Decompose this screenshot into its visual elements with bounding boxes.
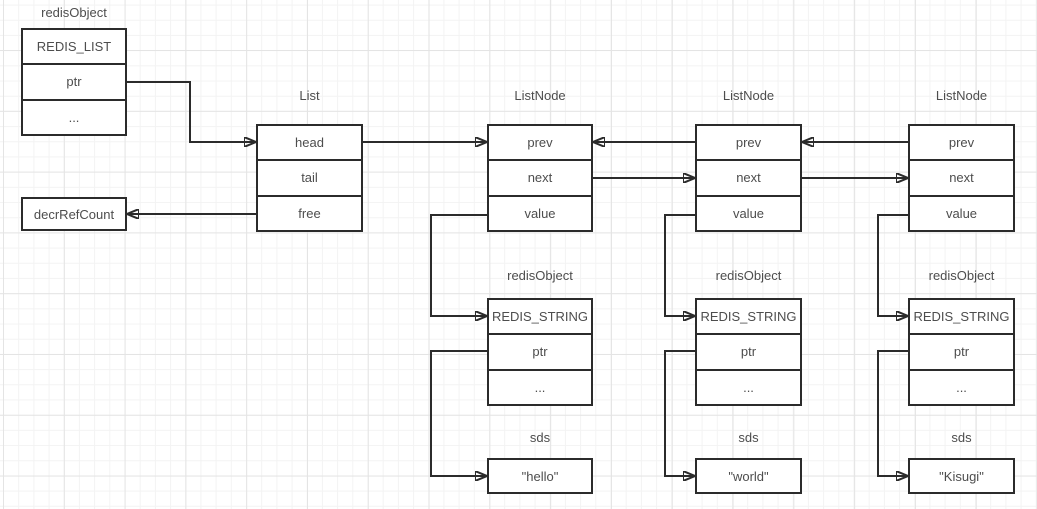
field-ellipsis: ... [534,379,546,395]
field-ellipsis: ... [956,379,967,395]
list-title: List [299,88,320,103]
listnode3-title: ListNode [935,88,988,103]
listnode1-title: ListNode [514,88,566,103]
sds1-value: "hello" [521,468,559,484]
sds2-title: sds [738,430,759,445]
edge-node2-value-to-redisobject2 [664,214,695,316]
sds3-value: "Kisugi" [939,468,984,484]
field-ptr: ptr [489,335,591,371]
redisobject1-title: redisObject [507,268,573,283]
field-redis-list: REDIS_LIST [23,30,125,66]
sds2-box: "world" [695,458,802,494]
field-next: next [489,161,591,197]
field-value: value [732,205,765,221]
edge-node3-value-to-redisobject3 [877,214,908,316]
field-ellipsis: ... [743,379,754,395]
field-ptr: ptr [697,335,800,371]
field-redis-string: REDIS_STRING [489,300,591,336]
listnode2-title: ListNode [722,88,775,103]
redisobject1-box: REDIS_STRING ptr ... [487,298,593,406]
sds3-title: sds [951,430,972,445]
field-free: free [298,205,321,221]
listnode3-box: prev next value [908,124,1015,232]
redisobject-top-title: redisObject [41,5,107,20]
field-tail: tail [258,161,361,197]
edge-node1-value-to-redisobject1 [430,214,487,316]
field-value: value [945,205,978,221]
list-box: head tail free [256,124,363,232]
field-value: value [524,205,556,221]
redisobject3-box: REDIS_STRING ptr ... [908,298,1015,406]
field-ptr: ptr [910,335,1013,371]
field-prev: prev [910,126,1013,162]
redisobject2-box: REDIS_STRING ptr ... [695,298,802,406]
listnode2-box: prev next value [695,124,802,232]
redisobject2-title: redisObject [715,268,782,283]
field-next: next [910,161,1013,197]
edge-redisobject3-ptr-to-sds3 [877,350,908,476]
field-next: next [697,161,800,197]
field-redis-string: REDIS_STRING [697,300,800,336]
field-ellipsis: ... [68,109,80,125]
edge-redisobject2-ptr-to-sds2 [664,350,695,476]
edge-redisobject-ptr-to-list-head [127,81,255,142]
redisobject-top-box: REDIS_LIST ptr ... [21,28,127,136]
field-head: head [258,126,361,162]
field-redis-string: REDIS_STRING [910,300,1013,336]
field-prev: prev [489,126,591,162]
field-prev: prev [697,126,800,162]
sds1-title: sds [529,430,551,445]
sds2-value: "world" [728,468,769,484]
listnode1-box: prev next value [487,124,593,232]
field-ptr: ptr [23,65,125,101]
sds1-box: "hello" [487,458,593,494]
sds3-box: "Kisugi" [908,458,1015,494]
decrrefcount-label: decrRefCount [33,206,115,222]
edge-redisobject1-ptr-to-sds1 [430,350,487,476]
redisobject3-title: redisObject [928,268,995,283]
decrrefcount-box: decrRefCount [21,197,127,231]
